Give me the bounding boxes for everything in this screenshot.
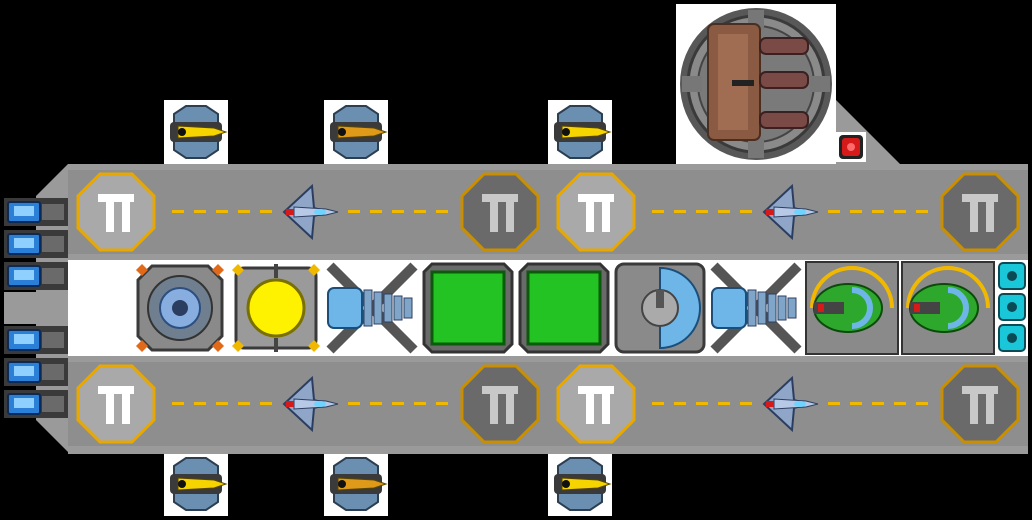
cargo-bay-icon [518, 262, 610, 354]
engine-thruster [4, 196, 68, 228]
hangar-bottom-left [68, 356, 548, 452]
launch-pad-icon [68, 164, 548, 260]
thruster-icon [4, 198, 68, 226]
shield-cell[interactable] [998, 324, 1026, 352]
orange-cannon-icon [330, 457, 388, 511]
turret-slot[interactable] [164, 452, 228, 516]
red-alarm-icon [839, 135, 863, 159]
reactor-icon [136, 264, 224, 352]
core-module-strip [68, 260, 1028, 356]
shield-cell-icon [998, 262, 1026, 290]
yellow-cannon-icon [170, 105, 228, 159]
thruster-icon [4, 262, 68, 290]
engine-thruster [4, 260, 68, 292]
engine-thruster [4, 228, 68, 260]
yellow-cannon-icon [170, 457, 228, 511]
shield-cell-icon [998, 293, 1026, 321]
thruster-icon [4, 326, 68, 354]
engine-thruster [4, 324, 68, 356]
turret-slot[interactable] [324, 100, 388, 164]
module-shield-generator[interactable] [228, 260, 324, 356]
yellow-cannon-icon [554, 457, 612, 511]
fighter-craft-icon[interactable] [762, 183, 819, 241]
engine-thruster [4, 356, 68, 388]
hangar-top-left [68, 164, 548, 260]
railgun-icon [326, 262, 418, 354]
module-railgun-1[interactable] [324, 260, 420, 356]
launch-pad-icon [68, 356, 548, 452]
alarm-module[interactable] [836, 132, 866, 162]
turret-slot[interactable] [548, 100, 612, 164]
heavy-turret-icon [680, 8, 832, 160]
module-plasma-2[interactable] [900, 260, 996, 356]
turret-slot[interactable] [324, 452, 388, 516]
turret-slot[interactable] [164, 100, 228, 164]
module-plasma-1[interactable] [804, 260, 900, 356]
hull-panel [4, 292, 68, 324]
hangar-top-right [548, 164, 1028, 260]
fighter-craft-icon[interactable] [282, 375, 339, 433]
shield-cell[interactable] [998, 293, 1026, 321]
thruster-icon [4, 230, 68, 258]
launch-pad-icon [548, 356, 1028, 452]
thruster-icon [4, 358, 68, 386]
orange-cannon-icon [330, 105, 388, 159]
turret-slot[interactable] [548, 452, 612, 516]
module-cargo-1[interactable] [420, 260, 516, 356]
shield-cell-column [996, 260, 1028, 356]
plasma-turret-icon [805, 261, 899, 355]
module-sensor[interactable] [612, 260, 708, 356]
railgun-icon [710, 262, 802, 354]
cargo-bay-icon [422, 262, 514, 354]
module-railgun-2[interactable] [708, 260, 804, 356]
shield-generator-icon [232, 264, 320, 352]
shield-cell[interactable] [998, 262, 1026, 290]
main-turret-panel[interactable] [676, 4, 836, 164]
engine-thruster [4, 388, 68, 420]
module-cargo-2[interactable] [516, 260, 612, 356]
shield-cell-icon [998, 324, 1026, 352]
launch-pad-icon [548, 164, 1028, 260]
fighter-craft-icon[interactable] [282, 183, 339, 241]
sensor-dome-icon [614, 262, 706, 354]
hangar-bottom-right [548, 356, 1028, 452]
module-reactor[interactable] [132, 260, 228, 356]
yellow-cannon-icon [554, 105, 612, 159]
thruster-icon [4, 390, 68, 418]
fighter-craft-icon[interactable] [762, 375, 819, 433]
plasma-turret-icon [901, 261, 995, 355]
